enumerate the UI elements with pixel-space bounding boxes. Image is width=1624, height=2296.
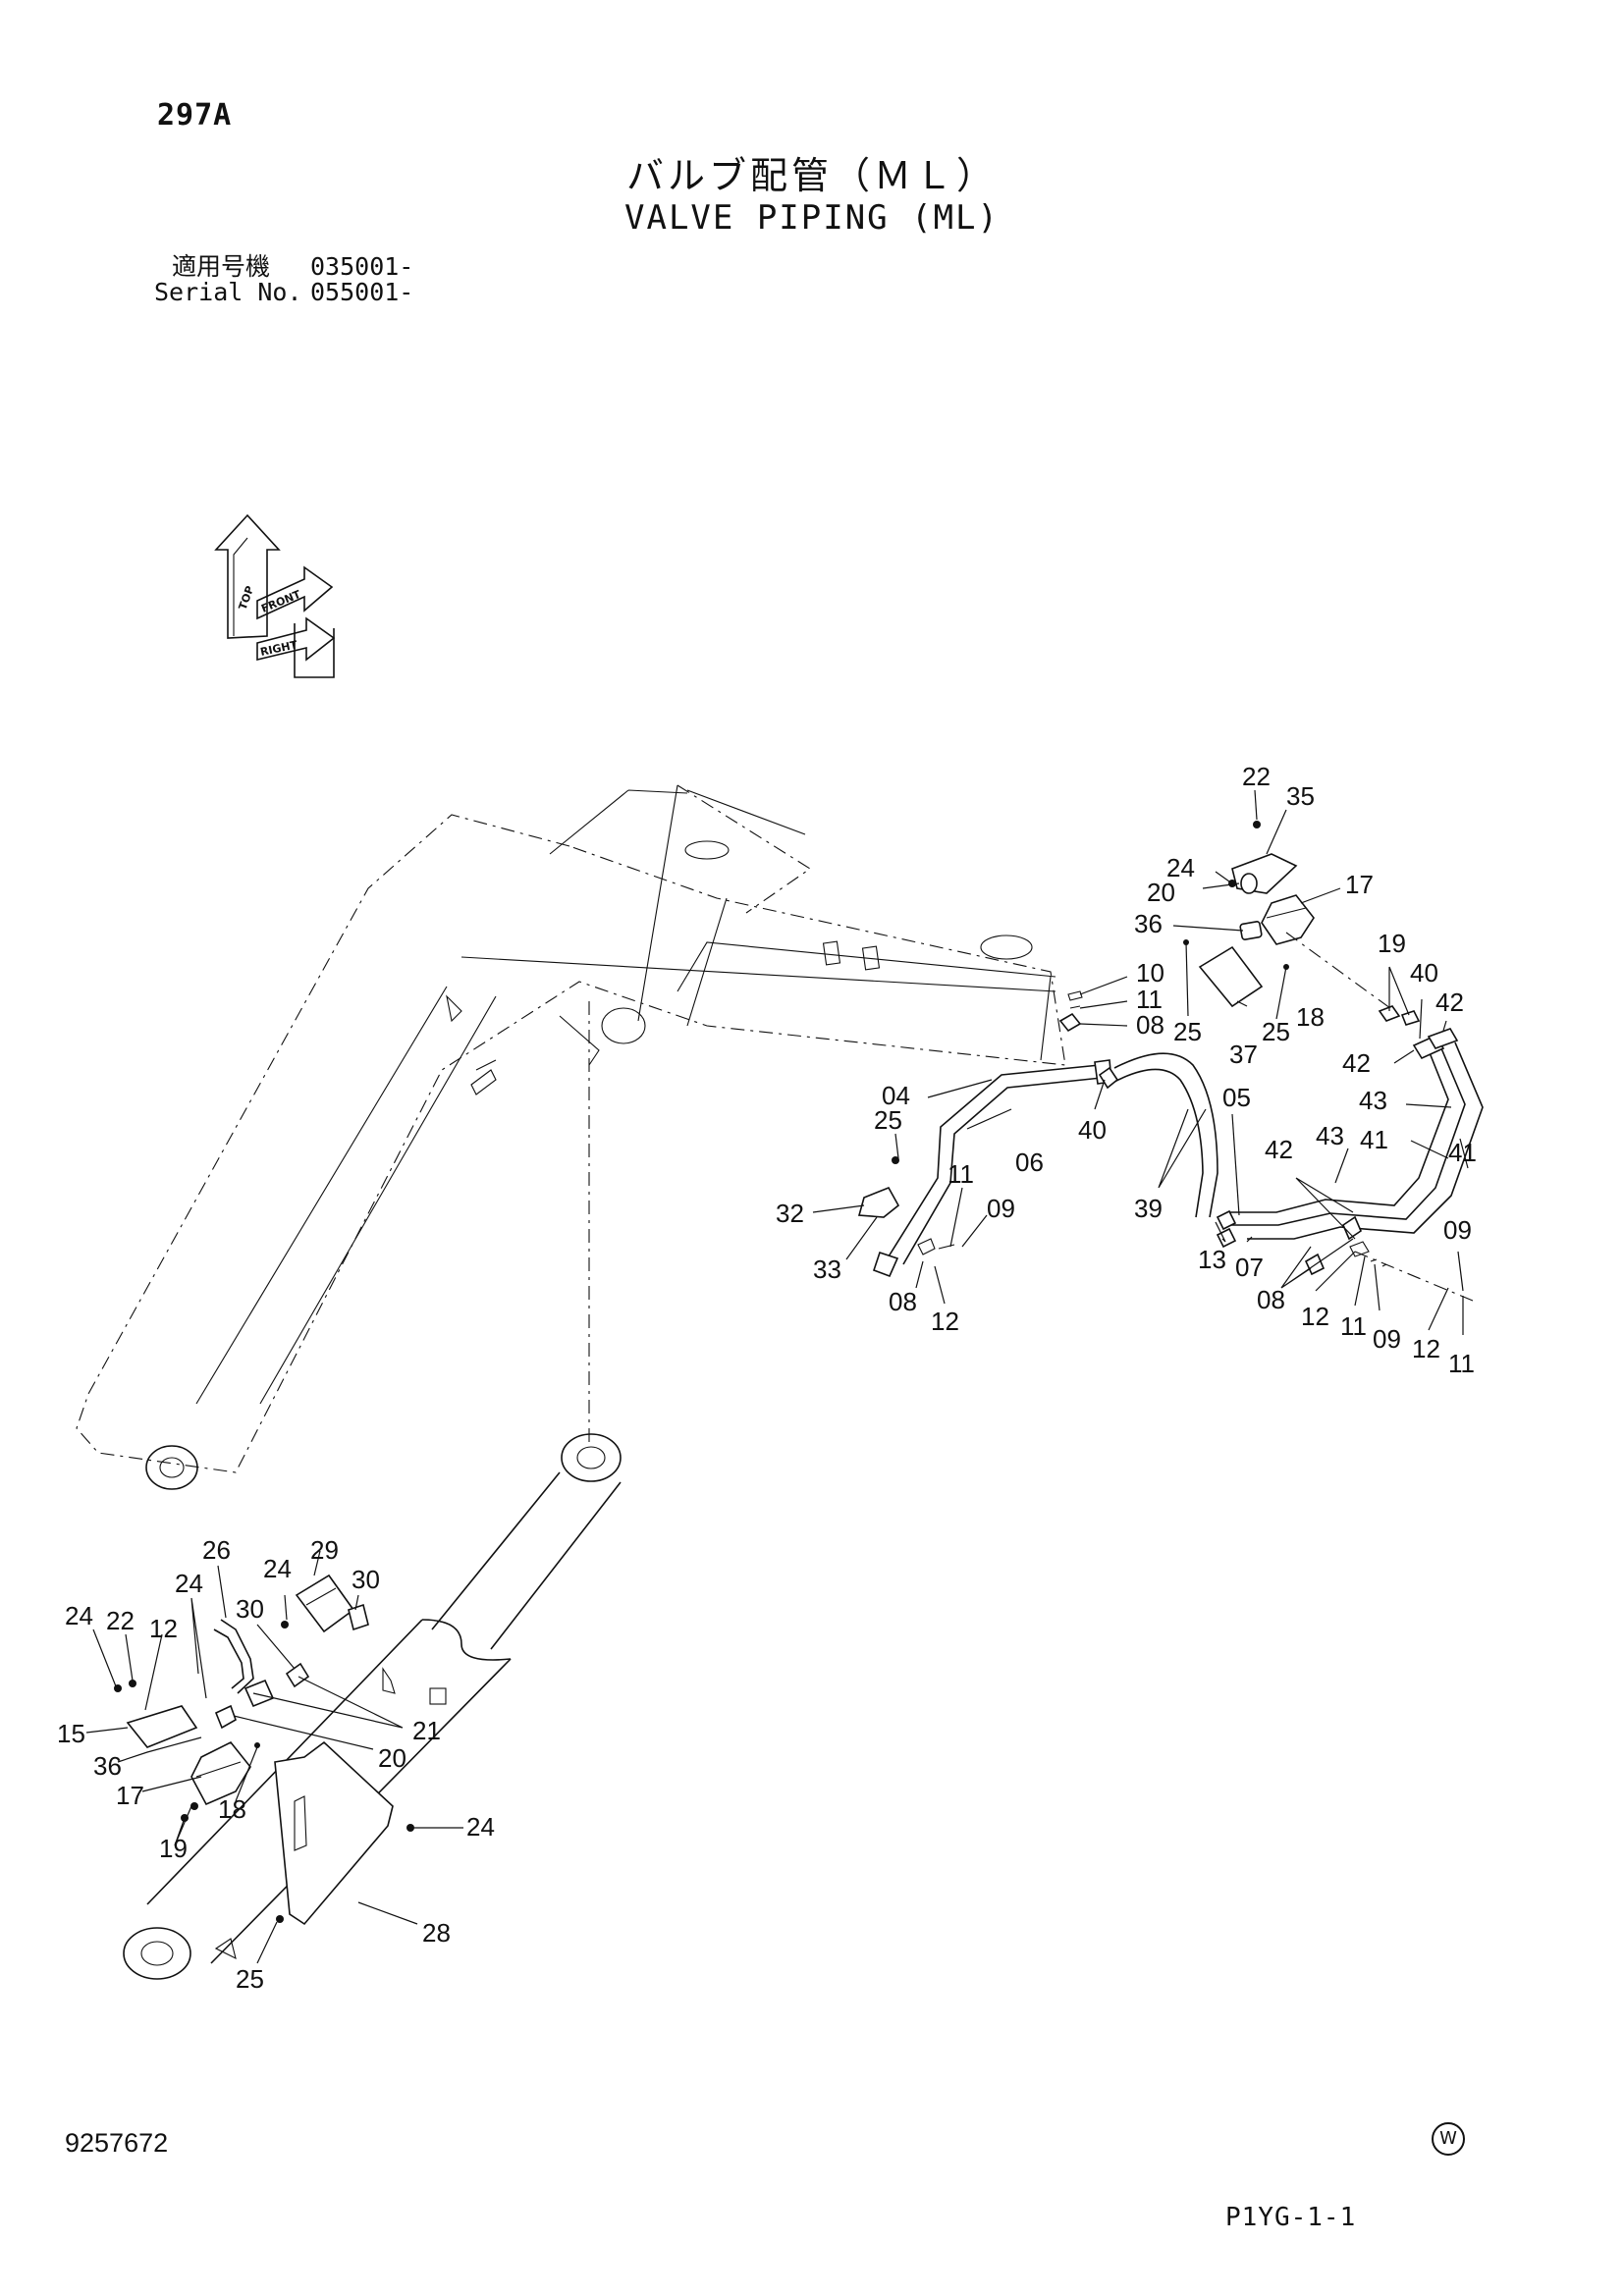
pipe-assembly-upper [872, 1052, 1218, 1278]
callout-42: 42 [1265, 1135, 1293, 1164]
serial-value-jp: 035001- [310, 252, 414, 281]
callout-20: 20 [378, 1743, 406, 1773]
callout-07: 07 [1235, 1253, 1264, 1282]
callout-28: 28 [422, 1918, 451, 1948]
callout-17: 17 [116, 1781, 144, 1810]
callout-19: 19 [1378, 929, 1406, 958]
callout-18: 18 [1296, 1002, 1325, 1032]
callout-13: 13 [1198, 1245, 1226, 1274]
callout-25: 25 [1262, 1017, 1290, 1046]
callout-26: 26 [202, 1535, 231, 1565]
callout-33: 33 [813, 1255, 841, 1284]
callout-30: 30 [352, 1565, 380, 1594]
page-code: 297A [157, 98, 233, 133]
callout-42: 42 [1342, 1048, 1371, 1078]
callout-11: 11 [1136, 985, 1163, 1014]
callout-12: 12 [1301, 1302, 1329, 1331]
callout-41: 41 [1448, 1138, 1477, 1167]
callout-43: 43 [1359, 1086, 1387, 1115]
bracket-left [857, 1156, 955, 1255]
callout-42: 42 [1435, 988, 1464, 1017]
callout-25: 25 [236, 1964, 264, 1994]
callout-43: 43 [1316, 1121, 1344, 1150]
pipe-assembly-right [1216, 1028, 1484, 1302]
callout-19: 19 [159, 1834, 188, 1863]
title-japanese: バルブ配管（ＭＬ） [625, 154, 998, 197]
callout-40: 40 [1410, 958, 1438, 988]
callout-24: 24 [65, 1601, 93, 1630]
callout-24: 24 [466, 1812, 495, 1842]
callout-08: 08 [1136, 1010, 1164, 1040]
callout-11: 11 [1448, 1349, 1475, 1378]
callout-08: 08 [1257, 1285, 1285, 1314]
callout-18: 18 [218, 1794, 246, 1824]
callout-25: 25 [874, 1105, 902, 1135]
callout-12: 12 [149, 1614, 178, 1643]
document-number: 9257672 [65, 2128, 169, 2158]
callout-20: 20 [1147, 878, 1175, 907]
callout-24: 24 [175, 1569, 203, 1598]
callout-04: 04 [882, 1081, 910, 1110]
callout-36: 36 [93, 1751, 122, 1781]
callout-22: 22 [1242, 762, 1271, 791]
title-english: VALVE PIPING (ML) [624, 198, 1000, 238]
callout-39: 39 [1134, 1194, 1163, 1223]
callout-24: 24 [1166, 853, 1195, 882]
orientation-indicator: TOP FRONT RIGHT [214, 513, 336, 678]
callout-36: 36 [1134, 909, 1163, 938]
callout-12: 12 [1412, 1334, 1440, 1363]
boom-outline [76, 784, 1066, 1490]
callout-22: 22 [106, 1606, 135, 1635]
callout-40: 40 [1078, 1115, 1107, 1145]
callout-12: 12 [931, 1307, 959, 1336]
orientation-front-label: FRONT [259, 588, 302, 615]
callout-labels: 22 35 24 20 17 36 10 11 08 25 25 37 18 1… [57, 762, 1477, 1994]
callout-25: 25 [1173, 1017, 1202, 1046]
callout-10: 10 [1136, 958, 1164, 988]
w-mark-icon: W [1432, 2122, 1465, 2156]
callout-35: 35 [1286, 781, 1315, 811]
leader-lines [85, 789, 1469, 1964]
callout-37: 37 [1229, 1040, 1258, 1069]
serial-label-jp: 適用号機 [172, 252, 271, 281]
callout-09: 09 [987, 1194, 1015, 1223]
callout-05: 05 [1222, 1083, 1251, 1112]
callout-09: 09 [1373, 1324, 1401, 1354]
page-reference: P1YG-1-1 [1225, 2203, 1357, 2232]
orientation-top-label: TOP [237, 584, 257, 612]
serial-label-en: Serial No. [154, 278, 302, 306]
callout-17: 17 [1345, 870, 1374, 899]
lower-valve-assembly [114, 1574, 414, 1926]
callout-08: 08 [889, 1287, 917, 1316]
callout-24: 24 [263, 1554, 292, 1583]
callout-30: 30 [236, 1594, 264, 1624]
serial-value-en: 055001- [310, 278, 414, 306]
callout-11: 11 [947, 1159, 974, 1189]
callout-06: 06 [1015, 1148, 1044, 1177]
callout-32: 32 [776, 1199, 804, 1228]
upper-valve-assembly [1183, 821, 1421, 1026]
callout-29: 29 [310, 1535, 339, 1565]
callout-09: 09 [1443, 1215, 1472, 1245]
callout-41: 41 [1360, 1125, 1388, 1154]
callout-21: 21 [412, 1716, 441, 1745]
callout-15: 15 [57, 1719, 85, 1748]
mid-fittings [1058, 990, 1083, 1033]
callout-11: 11 [1340, 1311, 1367, 1341]
